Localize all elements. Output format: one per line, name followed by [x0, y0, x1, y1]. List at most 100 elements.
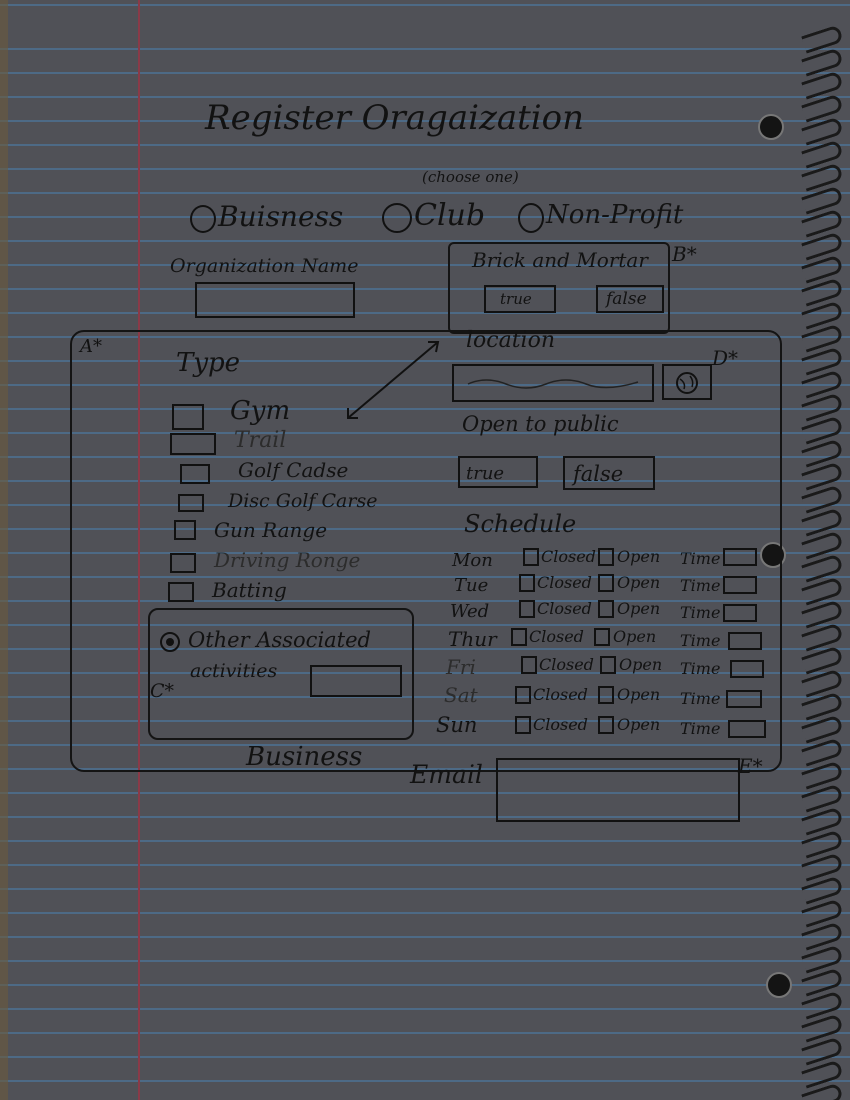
other-activities-radio[interactable]: [160, 632, 180, 652]
fri-closed-checkbox[interactable]: [521, 656, 537, 674]
location-input[interactable]: [452, 364, 654, 402]
schedule-day-sat: Sat: [444, 683, 478, 707]
mon-time-label: Time: [680, 549, 721, 568]
sat-open-checkbox[interactable]: [598, 686, 614, 704]
wed-time-label: Time: [680, 603, 721, 622]
marker-a: A*: [80, 336, 102, 357]
open-public-false-button[interactable]: false: [563, 456, 655, 490]
location-label: location: [466, 328, 556, 353]
radio-dot: [166, 638, 174, 646]
schedule-label: Schedule: [464, 510, 577, 538]
type-golf-course-checkbox[interactable]: [180, 464, 210, 484]
tue-open-checkbox[interactable]: [598, 574, 614, 592]
schedule-day-fri: Fri: [446, 655, 476, 679]
type-batting-checkbox[interactable]: [168, 582, 194, 602]
brick-mortar-false-label: false: [606, 289, 647, 309]
mon-open-label: Open: [617, 547, 661, 566]
spiral-coil: [801, 24, 844, 54]
marker-e: E*: [738, 754, 763, 778]
org-name-label: Organization Name: [170, 255, 359, 277]
sun-open-checkbox[interactable]: [598, 716, 614, 734]
type-gym-checkbox[interactable]: [172, 404, 204, 430]
mon-open-checkbox[interactable]: [598, 548, 614, 566]
location-globe-button[interactable]: [662, 364, 712, 400]
page-edge: [0, 0, 8, 1100]
tue-time-input[interactable]: [723, 576, 757, 594]
thur-open-checkbox[interactable]: [594, 628, 610, 646]
open-public-false-label: false: [573, 462, 624, 486]
email-label: Email: [410, 760, 483, 789]
wed-closed-checkbox[interactable]: [519, 600, 535, 618]
org-name-input[interactable]: [195, 282, 355, 318]
fri-time-input[interactable]: [730, 660, 764, 678]
scribble-icon: [467, 379, 639, 389]
type-disc-golf-checkbox[interactable]: [178, 494, 204, 512]
brick-mortar-false-button[interactable]: false: [596, 285, 664, 313]
page-title: Register Oragaization: [205, 98, 585, 138]
sat-closed-label: Closed: [533, 685, 588, 704]
marker-b: B*: [672, 242, 697, 266]
thur-time-input[interactable]: [728, 632, 762, 650]
open-public-true-button[interactable]: true: [458, 456, 538, 488]
business-email-input[interactable]: [496, 758, 740, 822]
type-label: Type: [176, 348, 241, 378]
wed-time-input[interactable]: [723, 604, 757, 622]
type-batting-label: Batting: [212, 578, 287, 602]
sat-closed-checkbox[interactable]: [515, 686, 531, 704]
sun-time-input[interactable]: [728, 720, 766, 738]
sat-open-label: Open: [617, 685, 661, 704]
type-gun-range-label: Gun Range: [214, 518, 328, 542]
section-a-frame: [70, 330, 782, 772]
radio-non-profit-label: Non-Profit: [546, 200, 684, 230]
brick-mortar-true-label: true: [500, 290, 532, 308]
wed-open-checkbox[interactable]: [598, 600, 614, 618]
other-activities-label-2: activities: [190, 660, 278, 682]
wed-open-label: Open: [617, 599, 661, 618]
marker-c: C*: [150, 680, 175, 702]
schedule-day-thur: Thur: [448, 627, 497, 651]
sun-closed-checkbox[interactable]: [515, 716, 531, 734]
brick-mortar-true-button[interactable]: true: [484, 285, 556, 313]
radio-non-profit[interactable]: [518, 203, 544, 233]
radio-club[interactable]: [382, 203, 412, 233]
open-public-true-label: true: [466, 463, 505, 484]
fri-closed-label: Closed: [539, 655, 594, 674]
fri-open-checkbox[interactable]: [600, 656, 616, 674]
mon-closed-label: Closed: [541, 547, 596, 566]
schedule-day-tue: Tue: [454, 575, 489, 596]
type-trail-checkbox[interactable]: [170, 433, 216, 455]
punch-hole: [758, 114, 784, 140]
marker-d: D*: [712, 346, 739, 370]
sun-open-label: Open: [617, 715, 661, 734]
type-gym-label: Gym: [230, 396, 291, 426]
radio-club-label: Club: [414, 198, 486, 233]
sat-time-input[interactable]: [726, 690, 762, 708]
fri-time-label: Time: [680, 659, 721, 678]
type-driving-range-checkbox[interactable]: [170, 553, 196, 573]
schedule-day-mon: Mon: [452, 550, 493, 571]
section-c-frame: [148, 608, 414, 740]
fri-open-label: Open: [619, 655, 663, 674]
tue-closed-label: Closed: [537, 573, 592, 592]
sun-closed-label: Closed: [533, 715, 588, 734]
punch-hole: [766, 972, 792, 998]
radio-business-label: Buisness: [218, 200, 344, 233]
margin-line: [138, 0, 140, 1100]
other-activities-label: Other Associated: [188, 628, 371, 652]
thur-time-label: Time: [680, 631, 721, 650]
sun-time-label: Time: [680, 719, 721, 738]
tue-time-label: Time: [680, 576, 721, 595]
radio-business[interactable]: [190, 205, 216, 233]
other-activities-input[interactable]: [310, 665, 402, 697]
arrow-icon: [347, 341, 440, 419]
mon-closed-checkbox[interactable]: [523, 548, 539, 566]
schedule-day-sun: Sun: [436, 713, 478, 737]
sat-time-label: Time: [680, 689, 721, 708]
mon-time-input[interactable]: [723, 548, 757, 566]
type-gun-range-checkbox[interactable]: [174, 520, 196, 540]
type-disc-golf-label: Disc Golf Carse: [228, 490, 378, 512]
thur-closed-checkbox[interactable]: [511, 628, 527, 646]
choose-note: (choose one): [422, 168, 519, 186]
tue-closed-checkbox[interactable]: [519, 574, 535, 592]
